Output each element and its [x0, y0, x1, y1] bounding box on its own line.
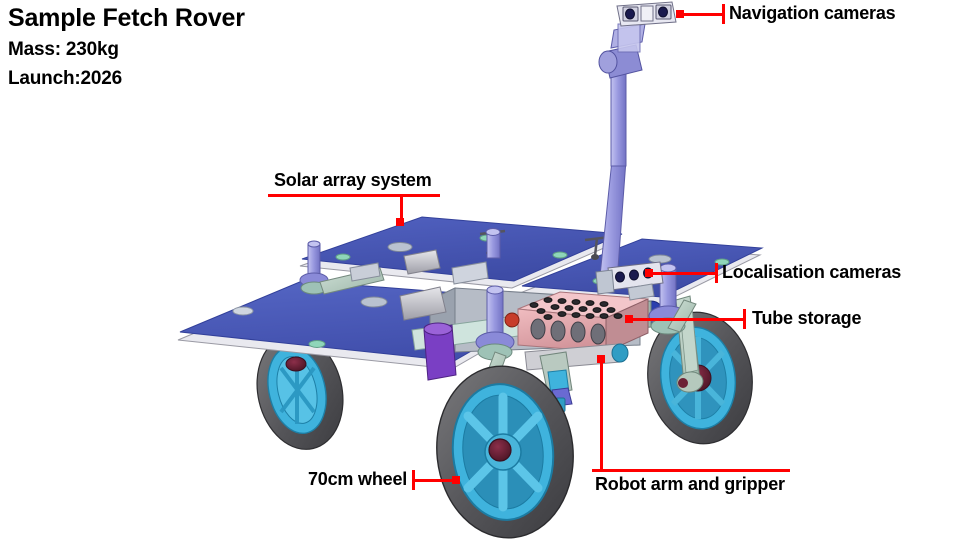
wheel-front-center: [436, 365, 574, 539]
tube-storage-magazine: [504, 291, 649, 371]
leader-overline-robot-arm-gripper: [592, 469, 790, 472]
leader-line-tube-storage: [633, 317, 745, 321]
leader-line-solar-array-system: [400, 194, 403, 222]
leader-tick-wheel: [412, 470, 415, 490]
callout-label-wheel: 70cm wheel: [308, 469, 408, 489]
leader-underline-solar-array-system: [268, 194, 440, 197]
title-block: Sample Fetch Rover Mass: 230kg Launch:20…: [8, 2, 245, 93]
callout-label-navigation-cameras: Navigation cameras: [729, 3, 896, 23]
leader-marker-robot-arm-gripper: [597, 355, 605, 363]
leader-marker-wheel: [452, 476, 460, 484]
page-title: Sample Fetch Rover: [8, 4, 245, 32]
leader-tick-localisation-cameras: [715, 263, 718, 283]
leader-tick-navigation-cameras: [722, 4, 725, 24]
leader-line-robot-arm-gripper: [600, 361, 603, 471]
leader-line-localisation-cameras: [653, 271, 717, 275]
leader-marker-navigation-cameras: [676, 10, 684, 18]
leader-line-wheel: [414, 478, 454, 482]
leader-line-navigation-cameras: [684, 12, 724, 16]
leader-marker-tube-storage: [625, 315, 633, 323]
callout-label-robot-arm-gripper: Robot arm and gripper: [595, 474, 785, 494]
camera-mast: [598, 1, 677, 277]
launch-spec: Launch:2026: [8, 68, 122, 89]
callout-label-solar-array-system: Solar array system: [274, 170, 432, 190]
mass-spec: Mass: 230kg: [8, 39, 119, 60]
wheel-rear-left: [256, 334, 344, 450]
misc-hardware: [349, 249, 655, 301]
callout-label-tube-storage: Tube storage: [752, 308, 862, 328]
leader-marker-solar-array-system: [396, 218, 404, 226]
leader-tick-tube-storage: [743, 309, 746, 329]
leader-marker-localisation-cameras: [645, 269, 653, 277]
callout-label-localisation-cameras: Localisation cameras: [722, 262, 902, 282]
